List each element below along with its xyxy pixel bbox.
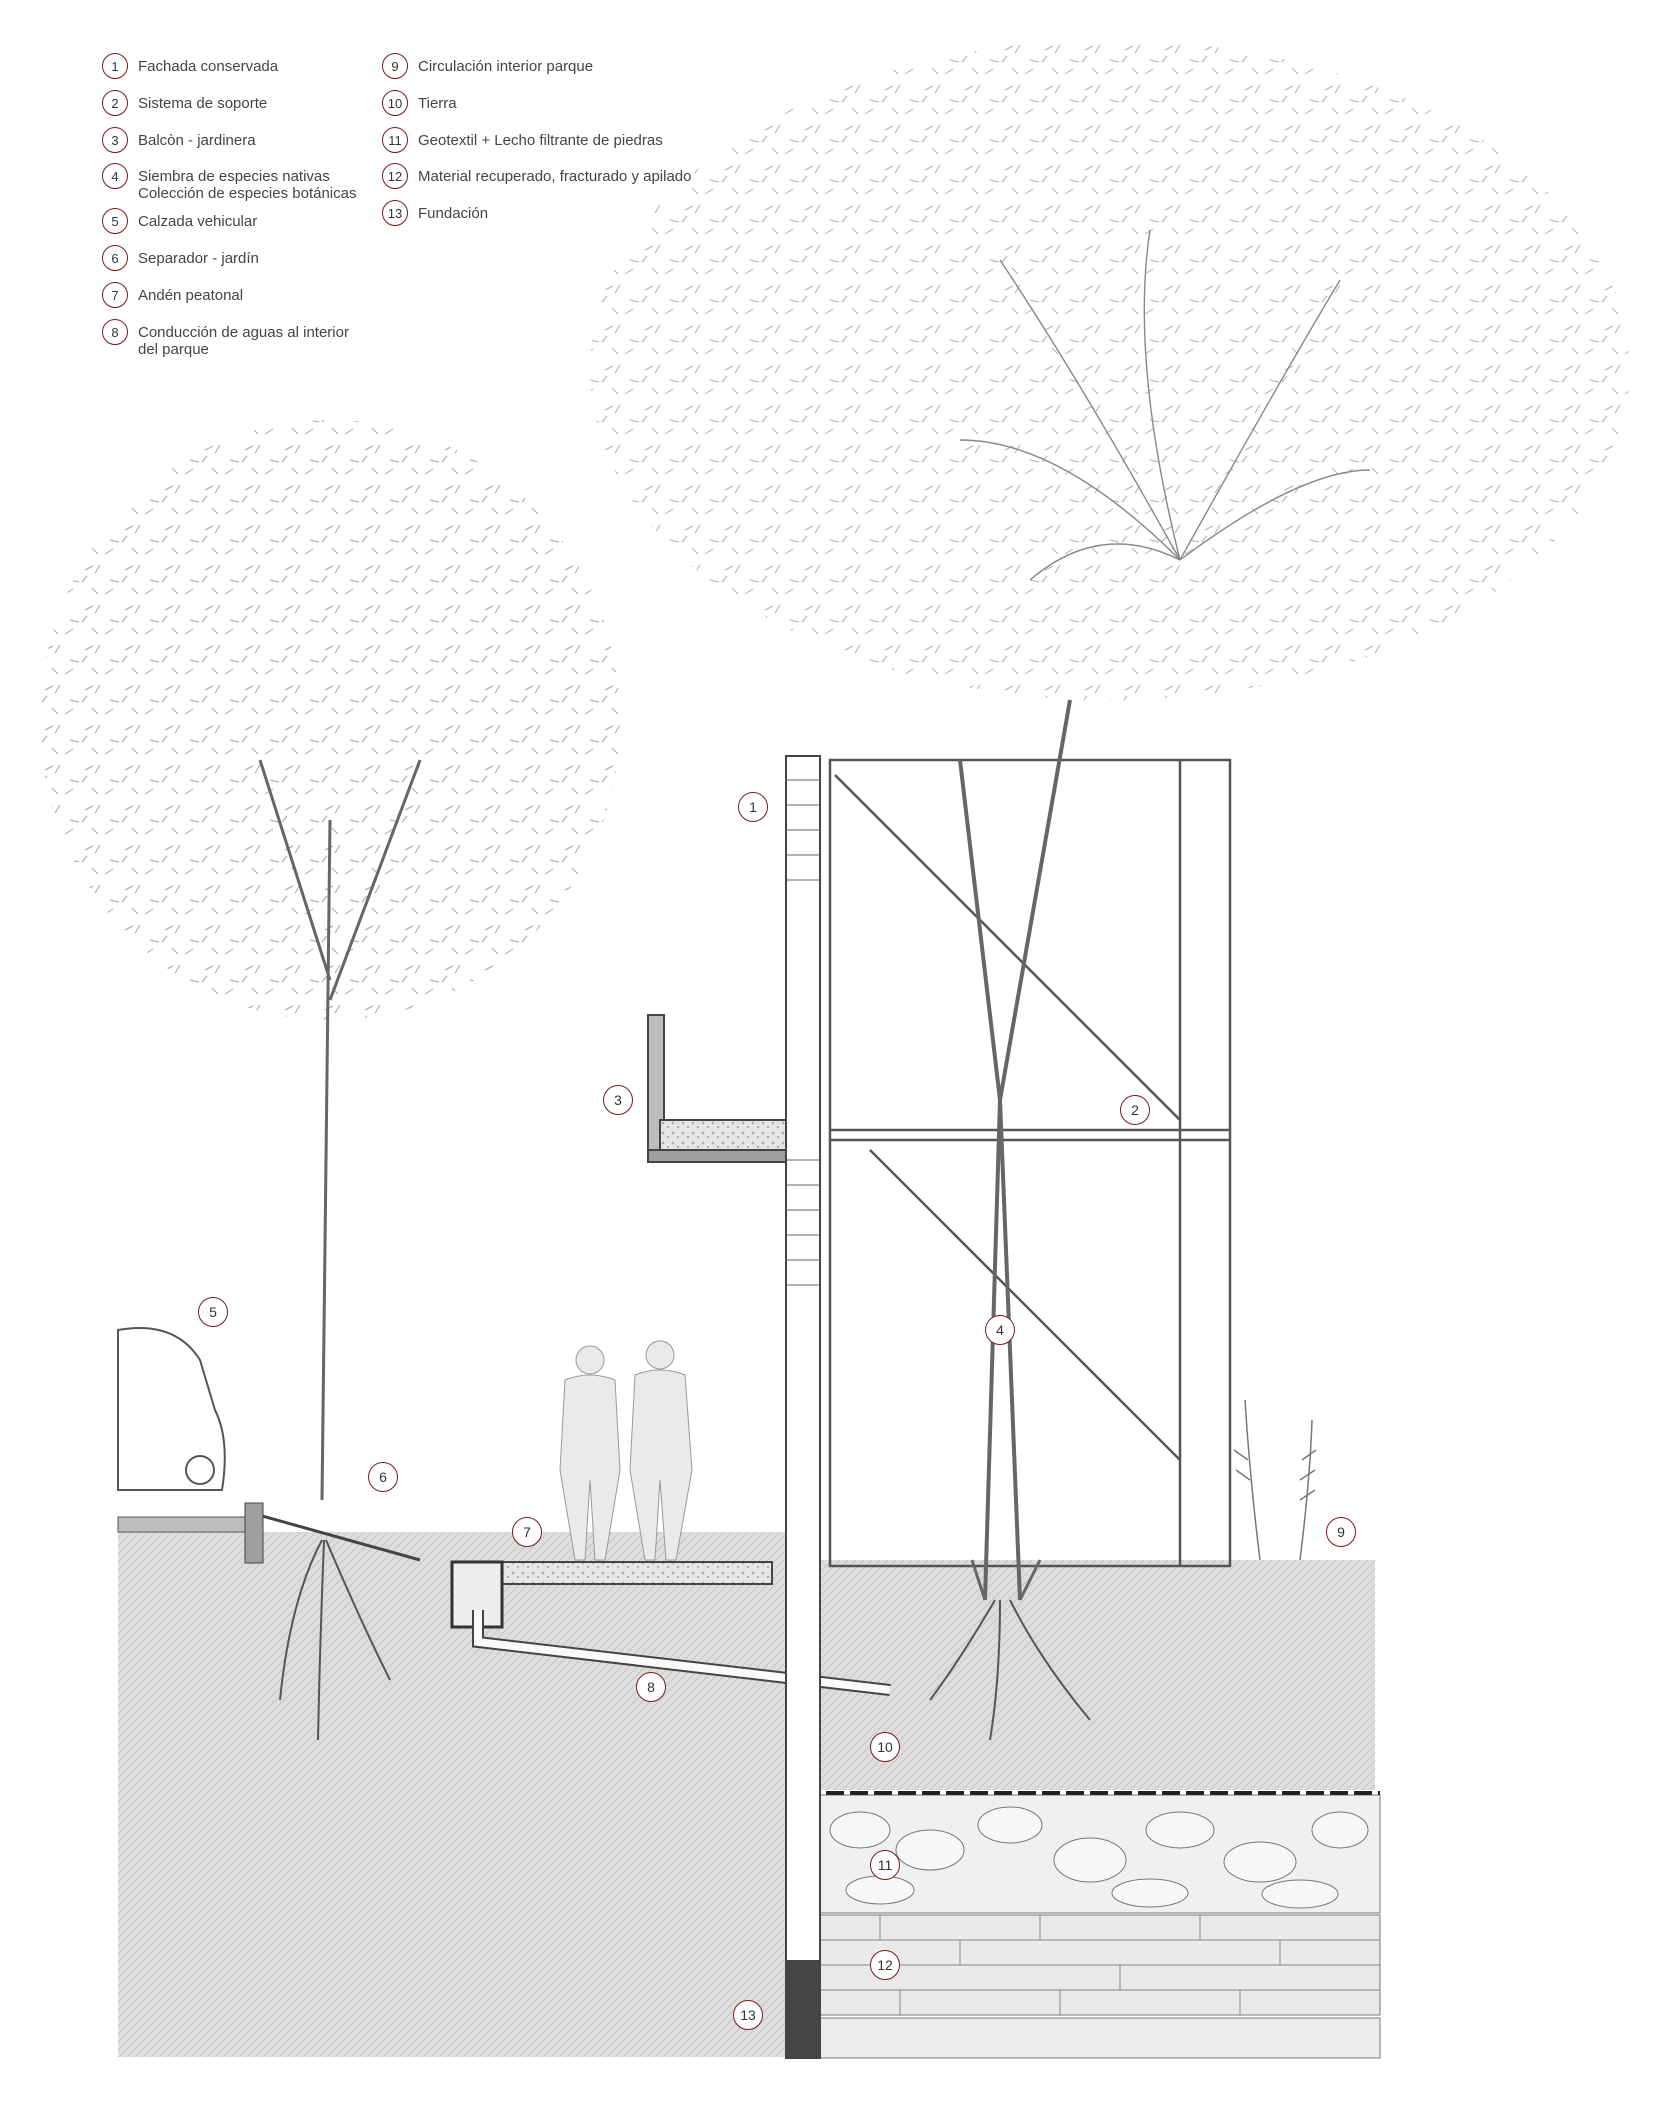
legend-label-2: Sistema de soporte [138, 95, 268, 112]
legend-label-8: Conducción de aguas al interior del parq… [138, 324, 349, 358]
legend-label-6: Separador - jardín [138, 250, 259, 267]
legend-number-11: 11 [382, 127, 408, 153]
facade-base [786, 1960, 820, 2058]
main-tree-roots [929, 1599, 1091, 1741]
people-silhouettes [559, 1340, 693, 1561]
callout-8: 8 [636, 1672, 666, 1702]
callout-7: 7 [512, 1517, 542, 1547]
callout-1: 1 [738, 792, 768, 822]
stacked-blocks [820, 1915, 1380, 2015]
legend-label-11: Geotextil + Lecho filtrante de piedras [418, 132, 663, 149]
callout-4: 4 [985, 1315, 1015, 1345]
legend-number-5: 5 [102, 208, 128, 234]
legend-number-1: 1 [102, 53, 128, 79]
legend-label-5: Calzada vehicular [138, 213, 258, 230]
planter-slope [247, 1510, 421, 1562]
legend-number-8: 8 [102, 319, 128, 345]
legend-number-7: 7 [102, 282, 128, 308]
left-tree-roots [279, 1539, 391, 1741]
fern-right [1233, 1399, 1317, 1561]
street-slab [117, 1516, 249, 1533]
callout-6: 6 [368, 1462, 398, 1492]
legend-item-3: 3 Balcòn - jardinera [102, 127, 442, 153]
legend-item-8: 8 Conducción de aguas al interior del pa… [102, 319, 442, 358]
conserved-facade [785, 755, 821, 2059]
parked-car [117, 1327, 226, 1491]
legend-label-10: Tierra [418, 95, 457, 112]
callout-13: 13 [733, 2000, 763, 2030]
legend-number-13: 13 [382, 200, 408, 226]
canopy-left [40, 420, 620, 1020]
legend-item-1: 1 Fachada conservada [102, 53, 442, 79]
brick-joints [786, 779, 820, 1286]
callout-5: 5 [198, 1297, 228, 1327]
foundation-base [819, 2017, 1381, 2059]
main-tree-trunk [958, 699, 1072, 1601]
legend-item-9: 9 Circulación interior parque [382, 53, 722, 79]
support-frame [828, 758, 1232, 1568]
canopy-large [590, 40, 1630, 700]
legend-item-11: 11 Geotextil + Lecho filtrante de piedra… [382, 127, 722, 153]
callout-9: 9 [1326, 1517, 1356, 1547]
callout-10: 10 [870, 1732, 900, 1762]
legend-label-3: Balcòn - jardinera [138, 132, 256, 149]
stones [829, 1806, 1369, 1909]
curb [244, 1502, 264, 1564]
legend-item-6: 6 Separador - jardín [102, 245, 442, 271]
legend-label-4: Siembra de especies nativas Colección de… [138, 168, 357, 202]
legend-item-12: 12 Material recuperado, fracturado y api… [382, 163, 722, 189]
callout-11: 11 [870, 1850, 900, 1880]
legend-number-3: 3 [102, 127, 128, 153]
legend-item-13: 13 Fundación [382, 200, 722, 226]
legend-number-9: 9 [382, 53, 408, 79]
callout-3: 3 [603, 1085, 633, 1115]
legend-item-2: 2 Sistema de soporte [102, 90, 442, 116]
legend-item-4: 4 Siembra de especies nativas Colección … [102, 163, 442, 202]
balcony-planter [647, 1014, 787, 1163]
palm-fronds [959, 229, 1371, 581]
soil-right [820, 1560, 1375, 1790]
legend-label-9: Circulación interior parque [418, 58, 594, 75]
legend-label-13: Fundación [418, 205, 489, 222]
legend-label-12: Material recuperado, fracturado y apilad… [418, 168, 692, 185]
legend-item-5: 5 Calzada vehicular [102, 208, 442, 234]
legend-number-10: 10 [382, 90, 408, 116]
callout-12: 12 [870, 1950, 900, 1980]
legend-label-1: Fachada conservada [138, 58, 279, 75]
legend-item-7: 7 Andén peatonal [102, 282, 442, 308]
left-tree-trunk [258, 759, 422, 1501]
legend-number-2: 2 [102, 90, 128, 116]
legend-number-12: 12 [382, 163, 408, 189]
callout-2: 2 [1120, 1095, 1150, 1125]
legend-label-7: Andén peatonal [138, 287, 244, 304]
legend-number-4: 4 [102, 163, 128, 189]
legend-item-10: 10 Tierra [382, 90, 722, 116]
legend-number-6: 6 [102, 245, 128, 271]
